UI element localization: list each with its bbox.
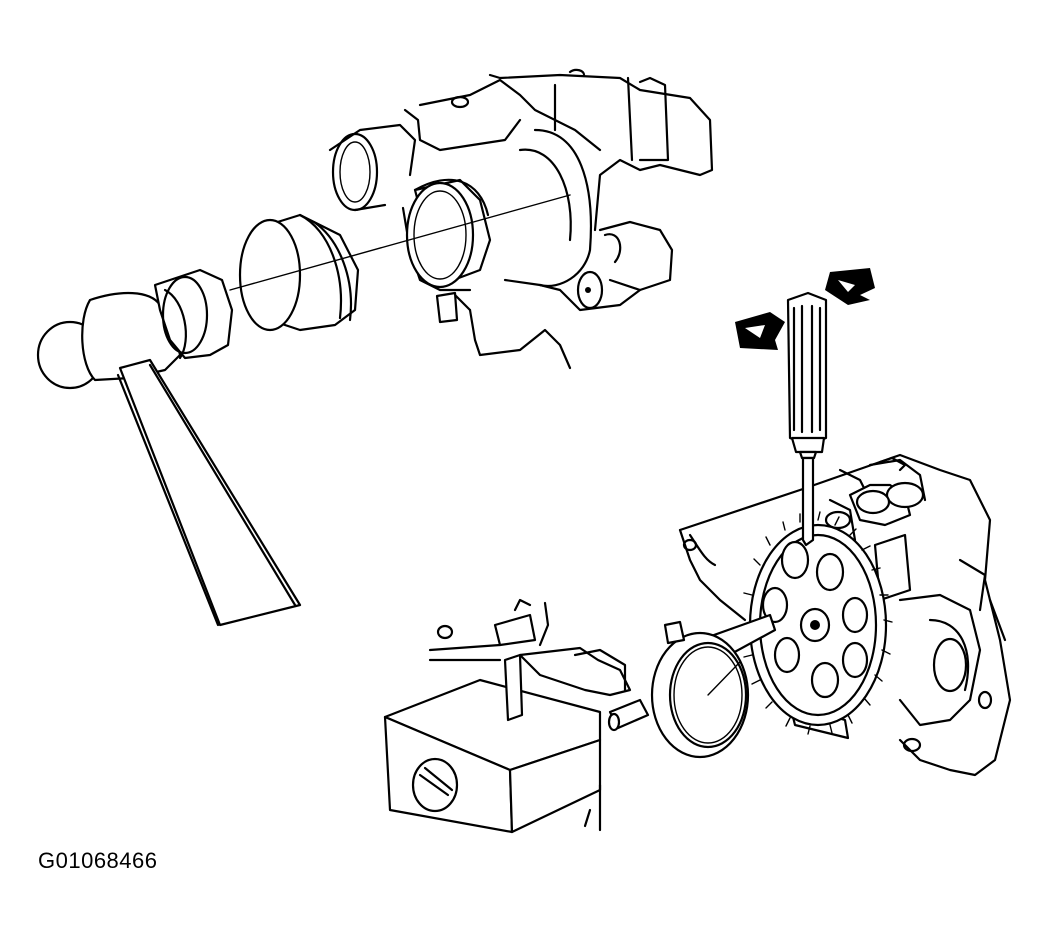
screwdriver-tool	[786, 291, 828, 547]
expansion-plug	[238, 213, 360, 332]
arrow-upper-right	[825, 268, 875, 305]
figure-caption: G01068466	[38, 848, 158, 873]
cam-sprocket	[741, 511, 893, 735]
arrow-left	[735, 312, 785, 350]
dial-indicator	[607, 613, 777, 759]
cam-bearing-sleeve	[405, 178, 492, 289]
alignment-line	[229, 194, 571, 291]
hammer-tool	[36, 268, 302, 627]
magnetic-base-stand	[383, 598, 632, 834]
cylinder-head-casting	[328, 68, 714, 370]
